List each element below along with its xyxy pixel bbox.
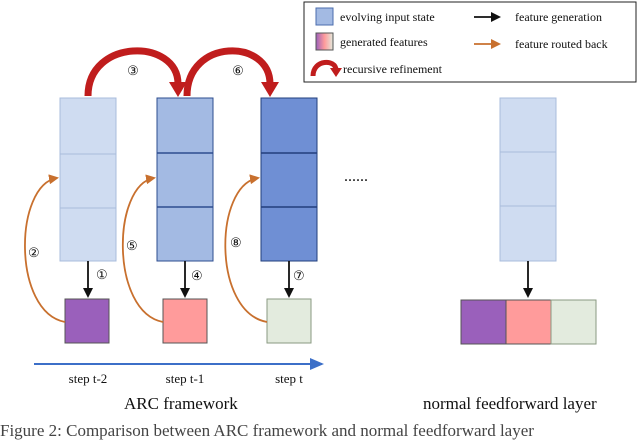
state-column-step-t-1 <box>156 97 214 262</box>
label-2: ② <box>28 245 40 260</box>
label-5: ⑤ <box>126 238 138 253</box>
legend-refinement-arrowhead-icon <box>330 68 342 77</box>
label-6: ⑥ <box>232 63 244 78</box>
legend-generation-label: feature generation <box>515 10 602 24</box>
arc-framework-caption: ARC framework <box>124 394 238 413</box>
state-column-step-t <box>260 97 318 262</box>
feature-box-step-t <box>266 298 312 344</box>
label-3: ③ <box>127 63 139 78</box>
routed-back-arrow-2 <box>121 174 164 323</box>
label-1: ① <box>96 267 108 282</box>
feature-box-step-t-1 <box>162 298 208 344</box>
legend-evolving-label: evolving input state <box>340 10 435 24</box>
step-label-t: step t <box>275 371 303 386</box>
routed-back-arrow-1 <box>24 174 66 323</box>
normal-feature-strip <box>460 299 597 345</box>
step-label-t-1: step t-1 <box>166 371 205 386</box>
refinement-arrowhead-1-icon <box>169 82 187 97</box>
figure-caption: Figure 2: Comparison between ARC framewo… <box>0 421 534 440</box>
legend-refinement-arrow-icon <box>310 60 339 77</box>
legend-evolving-swatch <box>315 7 334 26</box>
refinement-arrowhead-2-icon <box>261 82 279 97</box>
label-4: ④ <box>191 268 203 283</box>
legend-generated-swatch <box>315 32 334 51</box>
routed-back-arrow-3 <box>224 174 268 323</box>
refinement-arcs: ③ ⑥ <box>84 47 279 97</box>
label-8: ⑧ <box>230 235 242 250</box>
legend: evolving input state generated features … <box>303 1 637 83</box>
feature-box-step-t-2 <box>64 298 110 344</box>
legend-routed-label: feature routed back <box>515 37 608 51</box>
legend-refinement-label: recursive refinement <box>343 62 443 76</box>
normal-layer-caption: normal feedforward layer <box>423 394 597 413</box>
refinement-arc-1 <box>84 47 182 97</box>
normal-state-column <box>499 97 557 262</box>
refinement-arc-2 <box>183 47 274 97</box>
legend-generated-label: generated features <box>340 35 428 49</box>
ellipsis: ...... <box>344 168 368 185</box>
label-7: ⑦ <box>293 268 305 283</box>
state-column-step-t-2 <box>59 97 117 262</box>
step-label-t-2: step t-2 <box>69 371 108 386</box>
